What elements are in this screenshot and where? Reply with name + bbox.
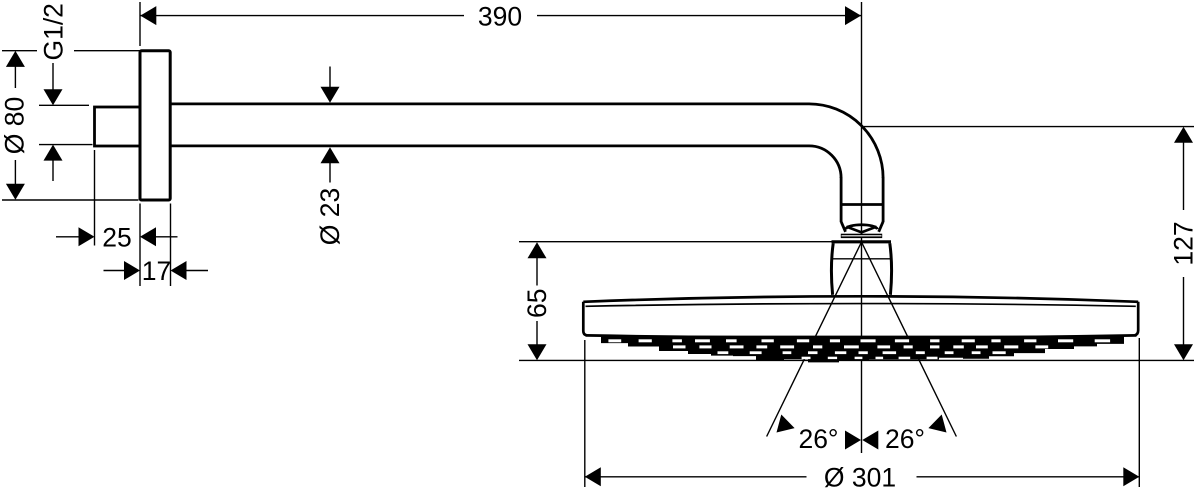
svg-text:26°: 26°: [885, 424, 925, 454]
svg-text:390: 390: [478, 2, 522, 32]
svg-text:127: 127: [1169, 221, 1199, 265]
svg-text:Ø 23: Ø 23: [315, 188, 345, 245]
svg-text:Ø 80: Ø 80: [0, 97, 30, 154]
svg-text:25: 25: [102, 222, 131, 252]
svg-text:26°: 26°: [798, 424, 838, 454]
svg-text:G1/2: G1/2: [39, 3, 69, 60]
svg-text:Ø 301: Ø 301: [824, 463, 896, 493]
svg-text:65: 65: [522, 289, 552, 318]
svg-text:17: 17: [142, 256, 171, 286]
